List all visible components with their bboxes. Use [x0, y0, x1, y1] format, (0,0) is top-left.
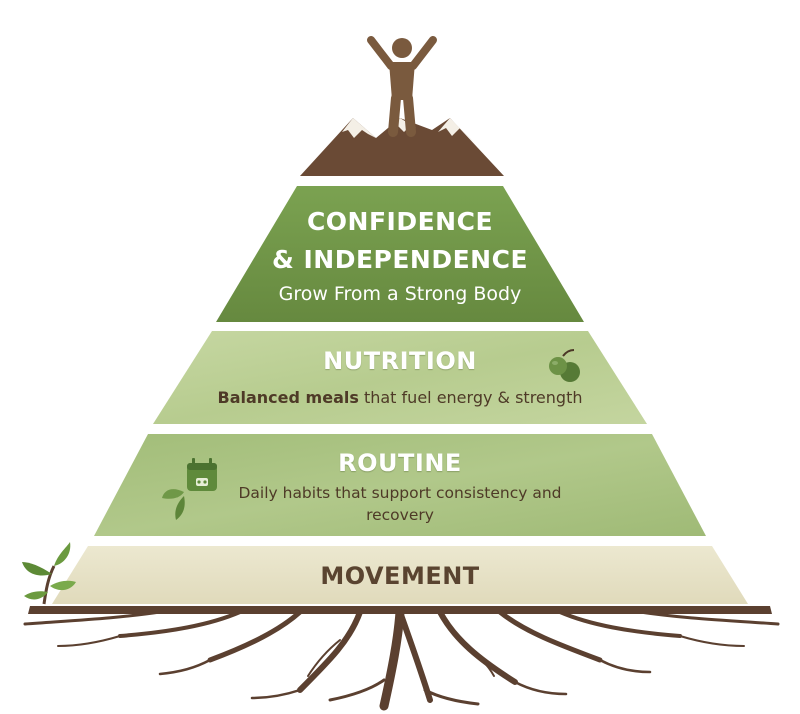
tier-routine-shape: [94, 434, 706, 536]
tier-movement-title: MOVEMENT: [320, 562, 480, 590]
tier-nutrition-subtitle: Balanced meals that fuel energy & streng…: [0, 386, 800, 410]
tier-nutrition-subtitle-bold: Balanced meals: [217, 388, 359, 407]
apple-icon: [549, 349, 580, 382]
tier-confidence-shape: [216, 186, 584, 322]
tier-nutrition-shape: [153, 331, 647, 424]
tier-confidence-title-line2: & INDEPENDENCE: [271, 245, 529, 274]
person-on-mountain-icon: [367, 36, 437, 137]
tier-confidence-title-line1: CONFIDENCE: [306, 207, 494, 236]
tier-movement: MOVEMENT: [0, 561, 800, 591]
tier-confidence: CONFIDENCE & INDEPENDENCE Grow From a St…: [0, 203, 800, 309]
calendar-leaf-icon: [162, 458, 217, 520]
tier-routine-title: ROUTINE: [338, 449, 462, 477]
tier-routine: ROUTINE Daily habits that support consis…: [0, 448, 800, 526]
mountain-icon: [300, 118, 504, 176]
roots-icon: [23, 607, 780, 711]
tier-nutrition: NUTRITION Balanced meals that fuel energ…: [0, 346, 800, 410]
tier-confidence-subtitle: Grow From a Strong Body: [278, 283, 522, 305]
tier-nutrition-subtitle-rest: that fuel energy & strength: [358, 388, 583, 407]
tier-routine-subtitle: Daily habits that support consistency an…: [238, 484, 562, 524]
tier-movement-shape: [52, 546, 748, 604]
sprout-icon: [22, 542, 76, 605]
tier-nutrition-title: NUTRITION: [323, 347, 477, 375]
